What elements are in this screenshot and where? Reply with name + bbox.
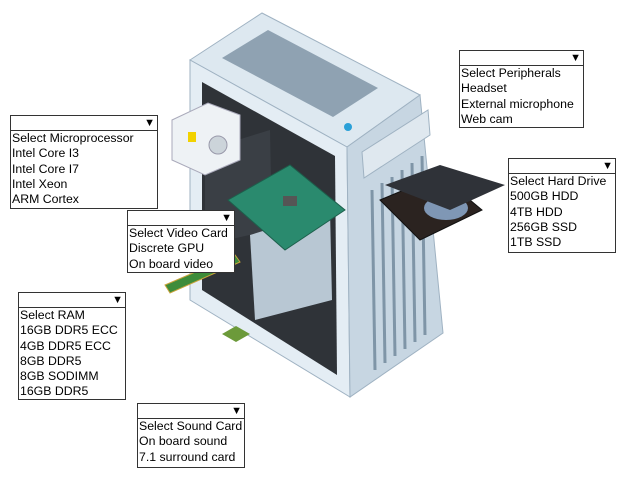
option-7-1-surround-card[interactable]: 7.1 surround card	[139, 449, 236, 464]
chevron-down-icon[interactable]: ▼	[221, 212, 232, 224]
power-button	[344, 123, 352, 131]
option-select-ram[interactable]: Select RAM	[20, 308, 85, 322]
option-select-video-card[interactable]: Select Video Card	[129, 226, 228, 240]
chevron-down-icon[interactable]: ▼	[570, 52, 581, 64]
option-select-hard-drive[interactable]: Select Hard Drive	[510, 174, 607, 188]
loose-cpu-chip	[222, 326, 250, 342]
option-select-microprocessor[interactable]: Select Microprocessor	[12, 131, 134, 145]
peripherals-dropdown[interactable]: ▼ Select Peripherals Headset External mi…	[459, 50, 584, 128]
option-on-board-sound[interactable]: On board sound	[139, 434, 228, 449]
chevron-down-icon[interactable]: ▼	[231, 405, 242, 417]
option-4tb-hdd[interactable]: 4TB HDD	[510, 204, 563, 219]
option-16gb-ddr5-ecc[interactable]: 16GB DDR5 ECC	[20, 323, 118, 338]
microprocessor-dropdown[interactable]: ▼ Select Microprocessor Intel Core I3 In…	[10, 115, 158, 209]
cpu-socket	[283, 196, 297, 206]
option-on-board-video[interactable]: On board video	[129, 256, 214, 271]
microprocessor-dropdown-toggle[interactable]: ▼	[11, 116, 157, 131]
option-intel-core-i7[interactable]: Intel Core I7	[12, 161, 79, 176]
option-select-peripherals[interactable]: Select Peripherals	[461, 66, 561, 80]
chevron-down-icon[interactable]: ▼	[144, 117, 155, 129]
option-500gb-hdd[interactable]: 500GB HDD	[510, 189, 579, 204]
option-web-cam[interactable]: Web cam	[461, 111, 513, 126]
option-8gb-ddr5[interactable]: 8GB DDR5	[20, 353, 82, 368]
option-256gb-ssd[interactable]: 256GB SSD	[510, 219, 577, 234]
chevron-down-icon[interactable]: ▼	[602, 160, 613, 172]
psu-label	[188, 132, 196, 142]
chevron-down-icon[interactable]: ▼	[112, 294, 123, 306]
motherboard	[227, 164, 346, 251]
option-intel-xeon[interactable]: Intel Xeon	[12, 176, 68, 191]
sound-card-dropdown-toggle[interactable]: ▼	[138, 404, 244, 419]
option-select-sound-card[interactable]: Select Sound Card	[139, 419, 243, 433]
top-vent-grille	[222, 30, 378, 117]
hard-drive-dropdown-toggle[interactable]: ▼	[509, 159, 615, 174]
video-card-dropdown-toggle[interactable]: ▼	[128, 211, 234, 226]
hard-drive-dropdown[interactable]: ▼ Select Hard Drive 500GB HDD 4TB HDD 25…	[508, 158, 616, 253]
option-8gb-sodimm[interactable]: 8GB SODIMM	[20, 369, 99, 384]
option-arm-cortex[interactable]: ARM Cortex	[12, 192, 79, 207]
hdd-cover	[385, 165, 505, 210]
sound-card-dropdown[interactable]: ▼ Select Sound Card On board sound 7.1 s…	[137, 403, 245, 468]
option-intel-core-i3[interactable]: Intel Core I3	[12, 146, 79, 161]
peripherals-dropdown-toggle[interactable]: ▼	[460, 51, 583, 66]
video-card-dropdown[interactable]: ▼ Select Video Card Discrete GPU On boar…	[127, 210, 235, 273]
option-external-microphone[interactable]: External microphone	[461, 96, 574, 111]
optical-drive-bay	[361, 109, 431, 179]
power-supply	[171, 102, 241, 176]
ram-dropdown[interactable]: ▼ Select RAM 16GB DDR5 ECC 4GB DDR5 ECC …	[18, 292, 126, 400]
ram-dropdown-toggle[interactable]: ▼	[19, 293, 125, 308]
option-16gb-ddr5[interactable]: 16GB DDR5	[20, 384, 89, 399]
option-discrete-gpu[interactable]: Discrete GPU	[129, 241, 205, 256]
option-1tb-ssd[interactable]: 1TB SSD	[510, 235, 562, 250]
option-4gb-ddr5-ecc[interactable]: 4GB DDR5 ECC	[20, 338, 111, 353]
option-headset[interactable]: Headset	[461, 81, 507, 96]
psu-fan	[208, 135, 228, 155]
